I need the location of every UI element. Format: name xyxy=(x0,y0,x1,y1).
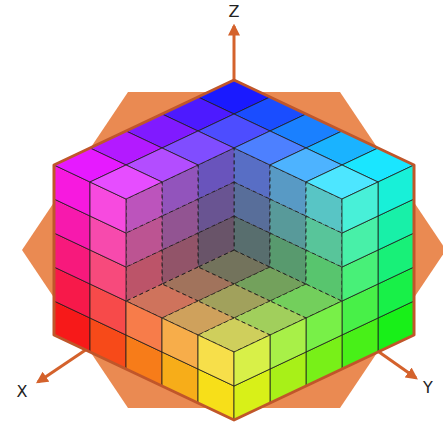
cube-outline xyxy=(54,80,414,420)
cube-cell xyxy=(342,182,378,233)
axis-label: Z xyxy=(229,4,240,20)
cube-cell xyxy=(162,318,198,369)
cube-cell xyxy=(270,318,306,369)
cube-cell xyxy=(378,165,414,216)
axis-label: Y xyxy=(423,380,433,396)
cube-cell xyxy=(198,335,234,386)
cube-cell xyxy=(306,301,342,352)
cube-cell xyxy=(126,301,162,352)
axis-label: X xyxy=(17,384,28,400)
cube-cell xyxy=(234,335,270,386)
background-star xyxy=(22,92,443,408)
cube-cell xyxy=(90,165,162,199)
